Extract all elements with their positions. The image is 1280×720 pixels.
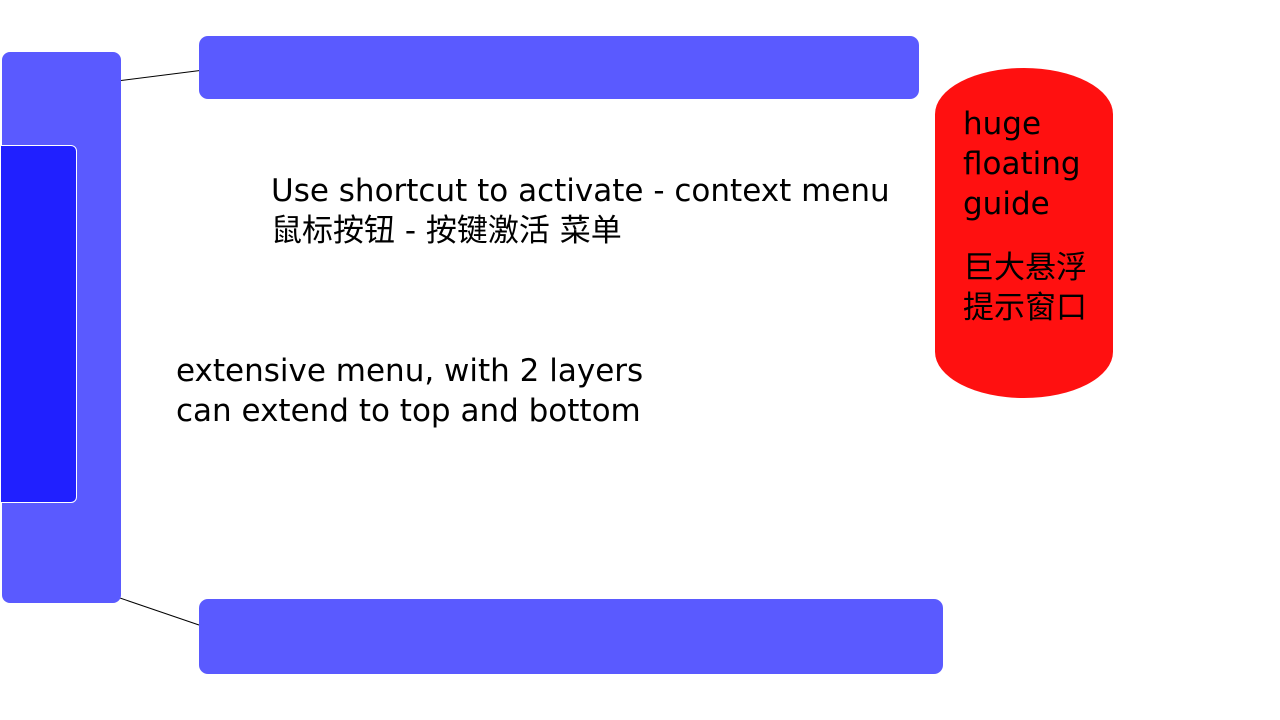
guide-text-spacer [963,224,1103,248]
guide-text-zh-2: 提示窗口 [963,290,1087,326]
guide-text-en-1: huge [963,106,1042,142]
top-extension-bar[interactable] [199,36,919,99]
guide-text-en-3: guide [963,186,1050,222]
menu-description-line2: can extend to top and bottom [176,393,641,429]
connector-top [116,69,205,82]
guide-description: huge floating guide 巨大悬浮 提示窗口 [963,104,1103,328]
guide-text-zh-1: 巨大悬浮 [963,250,1087,286]
shortcut-description-zh: 鼠标按钮 - 按键激活 菜单 [271,213,622,249]
extensive-menu-inner-layer[interactable] [0,145,77,503]
floating-guide-bubble [935,68,1113,398]
bottom-extension-bar[interactable] [199,599,943,674]
shortcut-description-en: Use shortcut to activate - context menu [271,173,890,209]
shortcut-description: Use shortcut to activate - context menu … [271,171,890,251]
guide-text-en-2: floating [963,146,1081,182]
connector-bottom [116,596,200,626]
menu-description: extensive menu, with 2 layers can extend… [176,351,643,431]
menu-description-line1: extensive menu, with 2 layers [176,353,644,389]
